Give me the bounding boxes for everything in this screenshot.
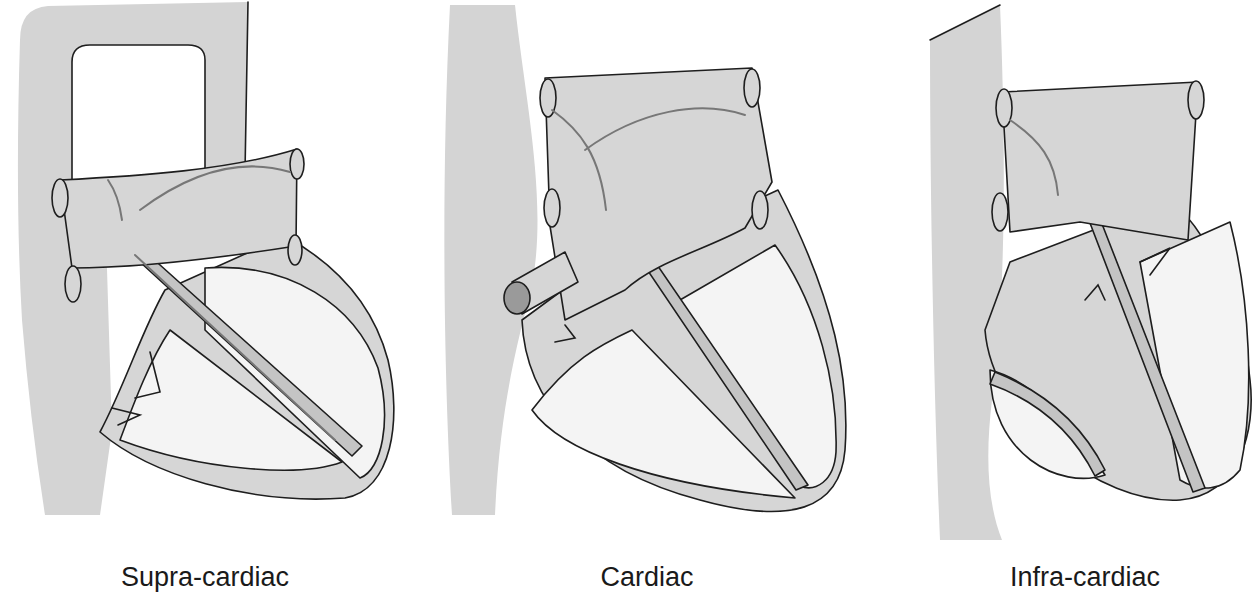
valve-leaflet — [135, 352, 160, 398]
caval-vein — [444, 5, 537, 515]
pulmonary-venous-collector — [1002, 82, 1198, 240]
vein-loop-edge — [72, 45, 205, 182]
coronary-sinus-opening — [504, 282, 530, 314]
heart-wall — [100, 236, 394, 499]
vein-course — [585, 108, 745, 150]
pulmonary-vein-end — [752, 191, 768, 229]
pulmonary-vein-end — [544, 189, 560, 227]
vein-course — [552, 110, 606, 210]
septum — [1085, 206, 1205, 492]
crossing-band — [990, 372, 1105, 476]
infra-cardiac-heart — [930, 5, 1251, 540]
pulmonary-vein-end — [992, 193, 1008, 231]
vein-edge — [245, 2, 248, 172]
valve-leaflet — [112, 408, 140, 425]
valve-leaflet — [1085, 285, 1105, 300]
pulmonary-vein-end — [290, 149, 304, 179]
left-ventricle — [1140, 222, 1249, 488]
figure-label: Infra-cardiac — [1010, 563, 1160, 593]
heart-wall — [985, 200, 1251, 500]
pulmonary-vein-end — [52, 179, 68, 217]
pulmonary-vein-end — [996, 89, 1012, 127]
pulmonary-vein-end — [744, 69, 760, 107]
pulmonary-vein-end — [288, 235, 302, 265]
cardiac-heart — [444, 5, 846, 515]
vein-course — [135, 255, 335, 440]
right-ventricle-loop — [990, 370, 1105, 478]
descending-vein — [930, 5, 1004, 540]
vein-course — [108, 180, 122, 220]
valve-leaflet — [555, 325, 575, 342]
supra-cardiac-heart — [18, 2, 394, 515]
vein-course — [140, 166, 290, 210]
figure-label: Supra-cardiac — [121, 563, 289, 593]
valve-leaflet — [1140, 248, 1170, 275]
left-ventricle — [680, 245, 836, 488]
pulmonary-vein-end — [1188, 81, 1204, 119]
vein-edge — [930, 5, 1000, 40]
vertical-vein-tube — [60, 149, 297, 268]
pulmonary-venous-chamber — [545, 68, 772, 320]
septum — [140, 256, 362, 456]
vein-course — [1010, 120, 1058, 195]
pulmonary-vein-end — [65, 266, 81, 302]
figure-label: Cardiac — [600, 563, 693, 593]
